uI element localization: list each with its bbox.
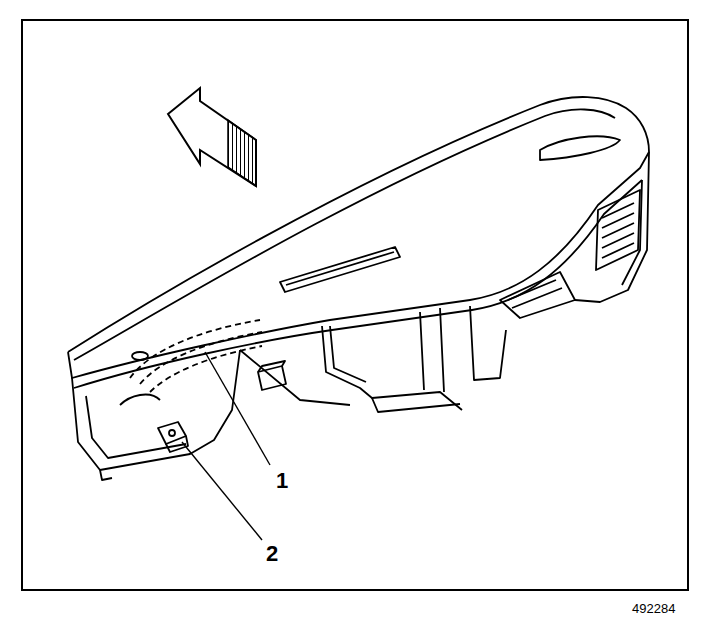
callout-number: 2 (266, 543, 278, 565)
instrument-panel (68, 97, 649, 540)
figure-number: 492284 (632, 602, 675, 615)
direction-arrow (168, 88, 256, 186)
frame (22, 20, 688, 590)
callout-number: 1 (276, 470, 288, 492)
